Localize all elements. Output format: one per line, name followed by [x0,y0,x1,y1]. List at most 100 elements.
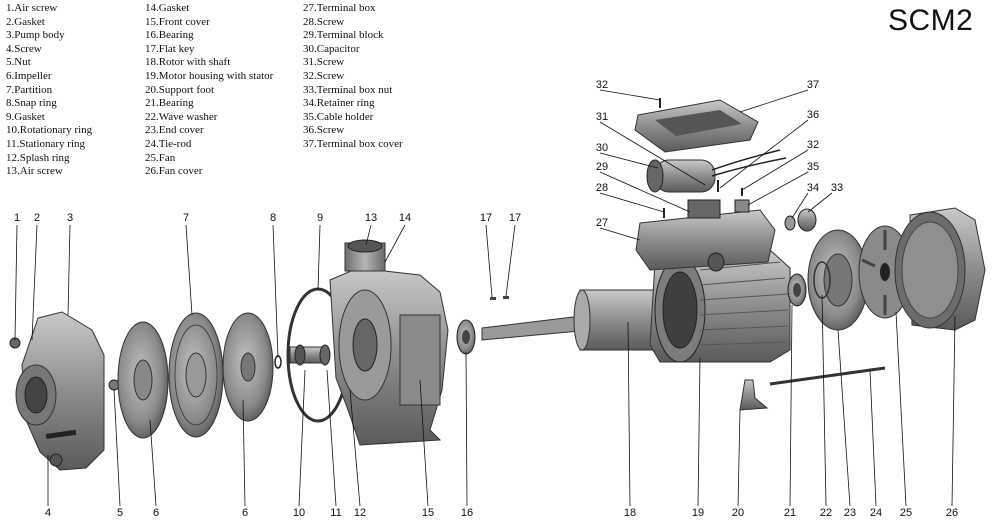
callout-number: 1 [14,212,20,224]
callout-number: 18 [624,507,636,519]
capacitor-part [646,149,787,193]
legend-item: 9.Gasket [6,110,45,123]
impeller-part [117,321,169,439]
legend-item: 35.Cable holder [303,110,374,123]
callout-number: 17 [480,212,492,224]
callout-number: 27 [596,217,608,229]
legend-item: 16.Bearing [145,29,194,42]
legend-item: 7.Partition [6,83,53,96]
legend-item: 21.Bearing [145,97,194,110]
callout-number: 24 [870,507,882,519]
tie-rod-part [769,366,886,386]
legend-item: 15.Front cover [145,15,210,28]
legend-item: 12.Splash ring [6,151,70,164]
retainer-ring-part [784,215,796,231]
callout-number: 35 [807,161,819,173]
callout-number: 14 [399,212,411,224]
callout-number: 15 [422,507,434,519]
callout-number: 29 [596,161,608,173]
cable-holder-part [734,199,750,213]
callout-number: 31 [596,111,608,123]
callout-number: 19 [692,507,704,519]
legend-item: 30.Capacitor [303,42,360,55]
legend-item: 18.Rotor with shaft [145,56,231,69]
legend-item: 28.Screw [303,15,345,28]
callout-number: 36 [807,109,819,121]
legend-item: 36.Screw [303,124,345,137]
callout-number: 21 [784,507,796,519]
callout-number: 2 [34,212,40,224]
callout-number: 32 [596,79,608,91]
flat-key-part-2 [503,296,509,299]
legend-item: 24.Tie-rod [145,137,192,150]
callout-number: 10 [293,507,305,519]
legend-item: 19.Motor housing with stator [145,69,274,82]
impeller-part-2 [222,312,274,422]
nut-part [108,379,120,391]
pump-body [9,311,105,471]
fan-cover-part [894,207,986,331]
callout-number: 8 [270,212,276,224]
flat-key-part [490,297,496,300]
legend-item: 10.Rotationary ring [6,124,93,137]
callout-number: 28 [596,182,608,194]
partition-part [168,312,224,438]
callout-number: 37 [807,79,819,91]
legend-item: 13.Air screw [6,165,63,178]
legend-item: 22.Wave washer [145,110,218,123]
callout-number: 32 [807,139,819,151]
terminal-box-cover-part [634,99,759,153]
legend-item: 5.Nut [6,56,31,69]
callout-number: 16 [461,507,473,519]
callout-number: 13 [365,212,377,224]
snap-ring-part [274,355,282,369]
callout-number: 6 [242,507,248,519]
legend-item: 8.Snap ring [6,97,57,110]
callout-number: 23 [844,507,856,519]
legend-item: 32.Screw [303,69,345,82]
legend-item: 31.Screw [303,56,345,69]
callout-number: 22 [820,507,832,519]
legend-item: 33.Terminal box nut [303,83,393,96]
callout-number: 11 [330,507,341,519]
callout-number: 30 [596,142,608,154]
front-cover [329,239,449,446]
legend-item: 29.Terminal block [303,29,384,42]
end-cover-part [807,229,869,331]
callout-number: 7 [183,212,189,224]
legend-item: 2.Gasket [6,15,45,28]
legend-item: 11.Stationary ring [6,137,86,150]
callout-number: 5 [117,507,123,519]
terminal-box-nut-part [797,208,817,232]
callout-number: 17 [509,212,521,224]
legend-item: 37.Terminal box cover [303,137,403,150]
callout-number: 6 [153,507,159,519]
callout-number: 12 [354,507,366,519]
support-foot-part [739,379,769,411]
callout-number: 20 [732,507,744,519]
callout-number: 4 [45,507,51,519]
motor-housing [635,199,791,363]
legend-item: 17.Flat key [145,42,195,55]
legend-item: 6.Impeller [6,69,52,82]
callout-leaders [14,89,956,507]
legend-item: 26.Fan cover [145,165,203,178]
bearing-rear [787,273,807,307]
legend-item: 14.Gasket [145,2,190,14]
callout-number: 33 [831,182,843,194]
legend-item: 20.Support foot [145,83,215,96]
mechanical-seal-part [289,344,331,366]
callout-number: 25 [900,507,912,519]
legend-item: 23.End cover [145,124,204,137]
callout-number: 26 [946,507,958,519]
legend-item: 3.Pump body [6,29,65,42]
model-title: SCM2 [888,4,974,37]
callout-number: 3 [67,212,73,224]
bearing-front [456,319,476,355]
